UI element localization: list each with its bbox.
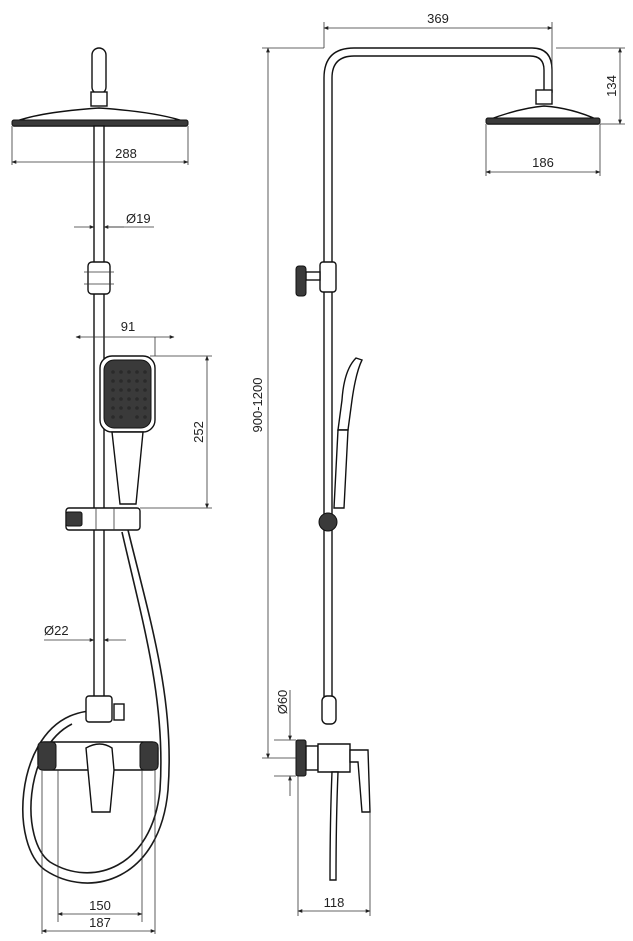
- side-bracket: [295, 261, 337, 297]
- dim-wall-depth-label: 118: [324, 895, 345, 910]
- dim-side-head-height: 134: [556, 47, 625, 125]
- side-hand-shower: [333, 357, 363, 509]
- dim-handshower-length: 252: [140, 355, 212, 509]
- side-arm-and-column: [323, 47, 601, 709]
- dim-handshower-width-label: 91: [121, 319, 135, 334]
- front-view: 288 Ø19 91 252 Ø22 150: [11, 47, 212, 934]
- side-mixer: [295, 695, 371, 881]
- dim-side-head-width-label: 186: [532, 155, 554, 170]
- dim-mixer-diameter-label: Ø60: [275, 690, 290, 715]
- dim-wall-depth: 118: [297, 776, 371, 916]
- front-slider: [65, 507, 141, 531]
- dim-wall-spacing: 150: [57, 770, 143, 922]
- dim-mixer-width: 187: [41, 770, 156, 934]
- dim-arm-reach: 369: [323, 11, 553, 90]
- dim-handshower-length-label: 252: [191, 421, 206, 443]
- front-hose: [22, 529, 170, 884]
- dim-arm-reach-label: 369: [427, 11, 449, 26]
- dim-rail-diameter: Ø19: [74, 211, 154, 229]
- front-hand-shower: [99, 355, 156, 505]
- dim-mixer-width-label: 187: [89, 915, 111, 930]
- dim-total-height-label: 900-1200: [250, 378, 265, 433]
- dim-side-head-width: 186: [485, 124, 601, 176]
- side-view: 369 134 186 900-1200 Ø60: [250, 11, 625, 916]
- dim-head-width-label: 288: [115, 146, 137, 161]
- front-rain-head: [11, 47, 189, 127]
- side-slider-knob: [318, 512, 338, 532]
- dim-pipe-diameter: Ø22: [44, 623, 126, 642]
- dim-head-width: 288: [11, 126, 189, 165]
- dim-handshower-width: 91: [75, 319, 175, 356]
- dim-wall-spacing-label: 150: [89, 898, 111, 913]
- dim-total-height: 900-1200: [250, 47, 324, 759]
- dim-side-head-height-label: 134: [604, 75, 619, 97]
- dim-pipe-diameter-label: Ø22: [44, 623, 69, 638]
- front-mixer: [37, 695, 159, 813]
- dim-rail-diameter-label: Ø19: [126, 211, 151, 226]
- dim-mixer-diameter: Ø60: [274, 690, 296, 796]
